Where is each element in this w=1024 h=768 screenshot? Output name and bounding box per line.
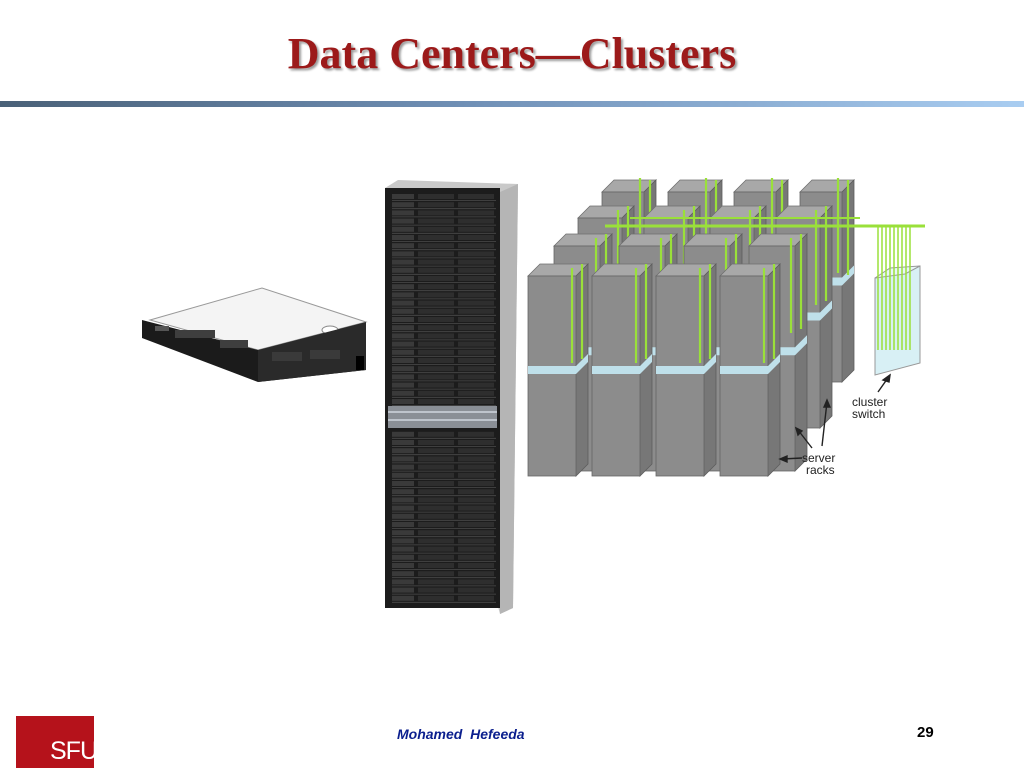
- cluster-switch-label: cluster switch: [852, 395, 891, 421]
- server-rack-cabinet: [385, 180, 518, 614]
- rack-server-unit: [142, 287, 368, 382]
- slide-title: Data Centers—Clusters: [287, 29, 737, 78]
- author-name: Mohamed Hefeeda: [397, 726, 525, 742]
- server-racks-label: server racks: [802, 451, 839, 477]
- label-arrows: [778, 373, 891, 464]
- logo-text: SFU: [50, 737, 94, 765]
- cluster-switch: [874, 226, 921, 376]
- sfu-logo: SFU: [16, 716, 94, 768]
- server-rack-cluster: [527, 178, 925, 477]
- page-number: 29: [917, 724, 934, 741]
- title-divider: [0, 101, 1024, 107]
- cluster-illustration: cluster switch server racks: [142, 178, 925, 614]
